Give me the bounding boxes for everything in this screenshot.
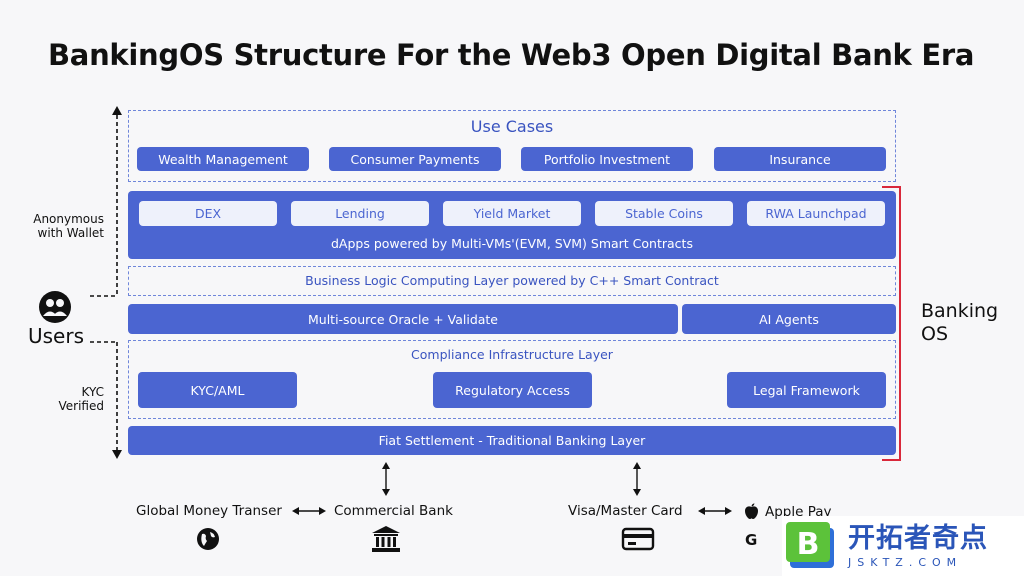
- apple-icon: [745, 503, 758, 519]
- globe-icon: [197, 528, 219, 550]
- page-title: BankingOS Structure For the Web3 Open Di…: [48, 38, 975, 72]
- visa-master-card-label: Visa/Master Card: [568, 503, 683, 519]
- dapp-dex: DEX: [139, 201, 277, 226]
- watermark-cn: 开拓者奇点: [848, 522, 988, 554]
- dapp-yield-market: Yield Market: [443, 201, 581, 226]
- dapp-lending: Lending: [291, 201, 429, 226]
- banking-os-line-2: OS: [921, 323, 949, 345]
- apple-pay-text: Apple Pay: [765, 503, 832, 520]
- fiat-settlement-layer: Fiat Settlement - Traditional Banking La…: [128, 426, 896, 455]
- kyc-verified-label: KYC Verified: [16, 385, 105, 413]
- watermark-url: JSKTZ.COM: [848, 555, 963, 569]
- dapp-stable-coins: Stable Coins: [595, 201, 733, 226]
- watermark: B 开拓者奇点 JSKTZ.COM: [782, 516, 1024, 576]
- banking-os-label: Banking OS: [921, 300, 998, 346]
- kyc-line-1: KYC: [81, 385, 105, 399]
- use-case-consumer-payments: Consumer Payments: [329, 147, 501, 171]
- banking-os-bracket: [882, 186, 901, 461]
- compliance-kyc-aml: KYC/AML: [138, 372, 297, 408]
- compliance-legal-framework: Legal Framework: [727, 372, 886, 408]
- use-case-portfolio-investment: Portfolio Investment: [521, 147, 693, 171]
- users-icon: [39, 291, 71, 323]
- compliance-regulatory-access: Regulatory Access: [433, 372, 592, 408]
- oracle-layer: Multi-source Oracle + Validate: [128, 304, 678, 334]
- use-case-insurance: Insurance: [714, 147, 886, 171]
- dapps-caption: dApps powered by Multi-VMs'(EVM, SVM) Sm…: [331, 236, 693, 251]
- apple-pay-label: Apple Pay: [744, 503, 832, 520]
- watermark-logo-icon: B: [786, 522, 834, 568]
- watermark-letter: B: [797, 527, 820, 562]
- google-icon: G: [745, 531, 758, 549]
- bank-icon: [372, 526, 400, 552]
- google-pay-label: G: [745, 531, 757, 549]
- users-label: Users: [28, 324, 85, 348]
- ai-agents-layer: AI Agents: [682, 304, 896, 334]
- users-axis: [90, 106, 122, 459]
- kyc-line-2: Verified: [58, 399, 105, 413]
- anonymous-line-2: with Wallet: [37, 226, 104, 240]
- business-logic-layer: [128, 266, 896, 296]
- compliance-layer: [128, 340, 896, 419]
- anonymous-line-1: Anonymous: [33, 212, 104, 226]
- compliance-label: Compliance Infrastructure Layer: [411, 347, 613, 362]
- commercial-bank-label: Commercial Bank: [334, 503, 453, 519]
- dapp-rwa-launchpad: RWA Launchpad: [747, 201, 885, 226]
- business-logic-label: Business Logic Computing Layer powered b…: [305, 273, 719, 288]
- use-cases-label: Use Cases: [470, 117, 554, 136]
- global-money-transfer-label: Global Money Transer: [136, 503, 282, 519]
- use-case-wealth-management: Wealth Management: [137, 147, 309, 171]
- use-cases-layer: [128, 110, 896, 182]
- anonymous-wallet-label: Anonymous with Wallet: [16, 212, 104, 240]
- banking-os-line-1: Banking: [921, 300, 999, 322]
- credit-card-icon: [621, 527, 655, 551]
